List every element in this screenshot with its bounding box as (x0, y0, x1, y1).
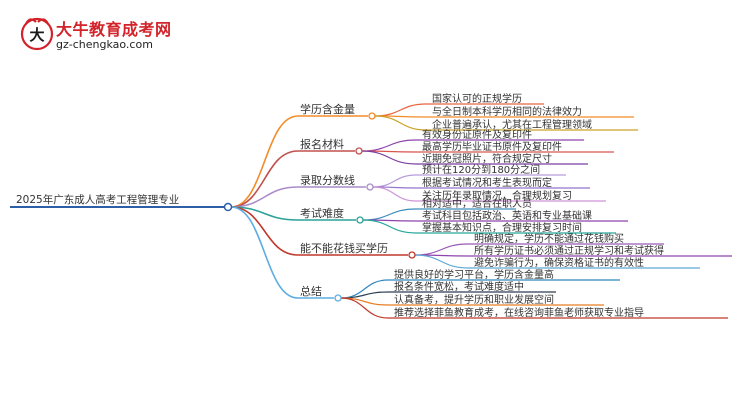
edge-branch-1-to-leaf-0 (361, 139, 417, 152)
edge-branch-1-to-leaf-2 (361, 150, 417, 165)
leaf-label-4-1: 所有学历证书必须通过正规学习和考试获得 (474, 244, 664, 257)
edge-root-to-branch-1 (230, 150, 299, 208)
leaf-label-5-1: 报名条件宽松，考试难度适中 (394, 280, 524, 293)
branch-label-3: 考试难度 (300, 206, 344, 220)
edge-root-to-branch-4 (230, 206, 299, 256)
edge-root-to-branch-2 (230, 186, 299, 208)
svg-text:大: 大 (29, 26, 44, 44)
logo-url: gz-chengkao.com (56, 38, 153, 51)
leaf-label-1-2: 近期免冠照片，符合规定尺寸 (422, 152, 552, 165)
branch-connector-dot-5 (334, 294, 342, 302)
branch-label-0: 学历含金量 (300, 102, 355, 116)
leaf-label-3-0: 相对适中，适合在职人员 (422, 197, 532, 210)
leaf-label-4-0: 明确规定，学历不能通过花钱购买 (474, 232, 624, 245)
root-topic: 2025年广东成人高考工程管理专业 (16, 193, 179, 206)
leaf-label-2-2: 关注历年录取情况，合理规划复习 (422, 189, 572, 202)
leaf-label-2-0: 预计在120分到180分之间 (422, 163, 540, 176)
edge-branch-2-to-leaf-2 (372, 186, 417, 202)
leaf-label-4-2: 避免诈骗行为，确保资格证书的有效性 (474, 256, 644, 269)
leaf-label-0-1: 与全日制本科学历相同的法律效力 (432, 105, 582, 118)
edge-branch-5-to-leaf-3 (340, 297, 389, 319)
edge-branch-2-to-leaf-0 (372, 174, 417, 188)
edge-branch-4-to-leaf-2 (414, 254, 469, 269)
branch-connector-dot-3 (356, 216, 364, 224)
branch-label-1: 报名材料 (300, 137, 344, 151)
branch-label-2: 录取分数线 (300, 173, 355, 187)
logo-title: 大牛教育成考网 (56, 20, 172, 39)
leaf-label-0-2: 企业普遍承认，尤其在工程管理领域 (432, 118, 592, 131)
leaf-label-1-1: 最高学历毕业证书原件及复印件 (422, 140, 562, 153)
leaf-label-2-1: 根据考试情况和考生表现而定 (422, 176, 552, 189)
branch-connector-dot-4 (408, 251, 416, 259)
edge-branch-3-to-leaf-2 (362, 219, 417, 234)
edge-root-to-branch-0 (230, 115, 299, 208)
leaf-label-0-0: 国家认可的正规学历 (432, 92, 522, 105)
bull-logo-icon: 大 (20, 17, 54, 51)
edge-root-to-branch-5 (230, 206, 299, 299)
branch-connector-dot-0 (368, 112, 376, 120)
root-connector-dot (223, 202, 233, 212)
mindmap-edges (10, 103, 732, 319)
site-logo[interactable]: 大 大牛教育成考网 gz-chengkao.com (14, 10, 184, 56)
leaf-label-5-2: 认真备考，提升学历和职业发展空间 (394, 293, 554, 306)
edge-branch-3-to-leaf-0 (362, 208, 417, 221)
leaf-label-5-3: 推荐选择菲鱼教育成考，在线咨询菲鱼老师获取专业指导 (394, 306, 644, 319)
branch-connector-dot-2 (366, 183, 374, 191)
leaf-label-3-2: 掌握基本知识点，合理安排复习时间 (422, 221, 582, 234)
leaf-label-3-1: 考试科目包括政治、英语和专业基础课 (422, 209, 592, 222)
leaf-label-1-0: 有效身份证原件及复印件 (422, 128, 532, 141)
edge-branch-4-to-leaf-0 (414, 243, 469, 256)
branch-label-4: 能不能花钱买学历 (300, 241, 388, 255)
leaf-label-5-0: 提供良好的学习平台，学历含金量高 (394, 268, 554, 281)
branch-connector-dot-1 (355, 147, 363, 155)
branch-label-5: 总结 (300, 284, 322, 298)
edge-branch-0-to-leaf-2 (374, 115, 427, 131)
edge-branch-0-to-leaf-0 (374, 103, 427, 117)
mindmap-nodes: 2025年广东成人高考工程管理专业 学历含金量 国家认可的正规学历与全日制本科学历相… (16, 92, 664, 319)
